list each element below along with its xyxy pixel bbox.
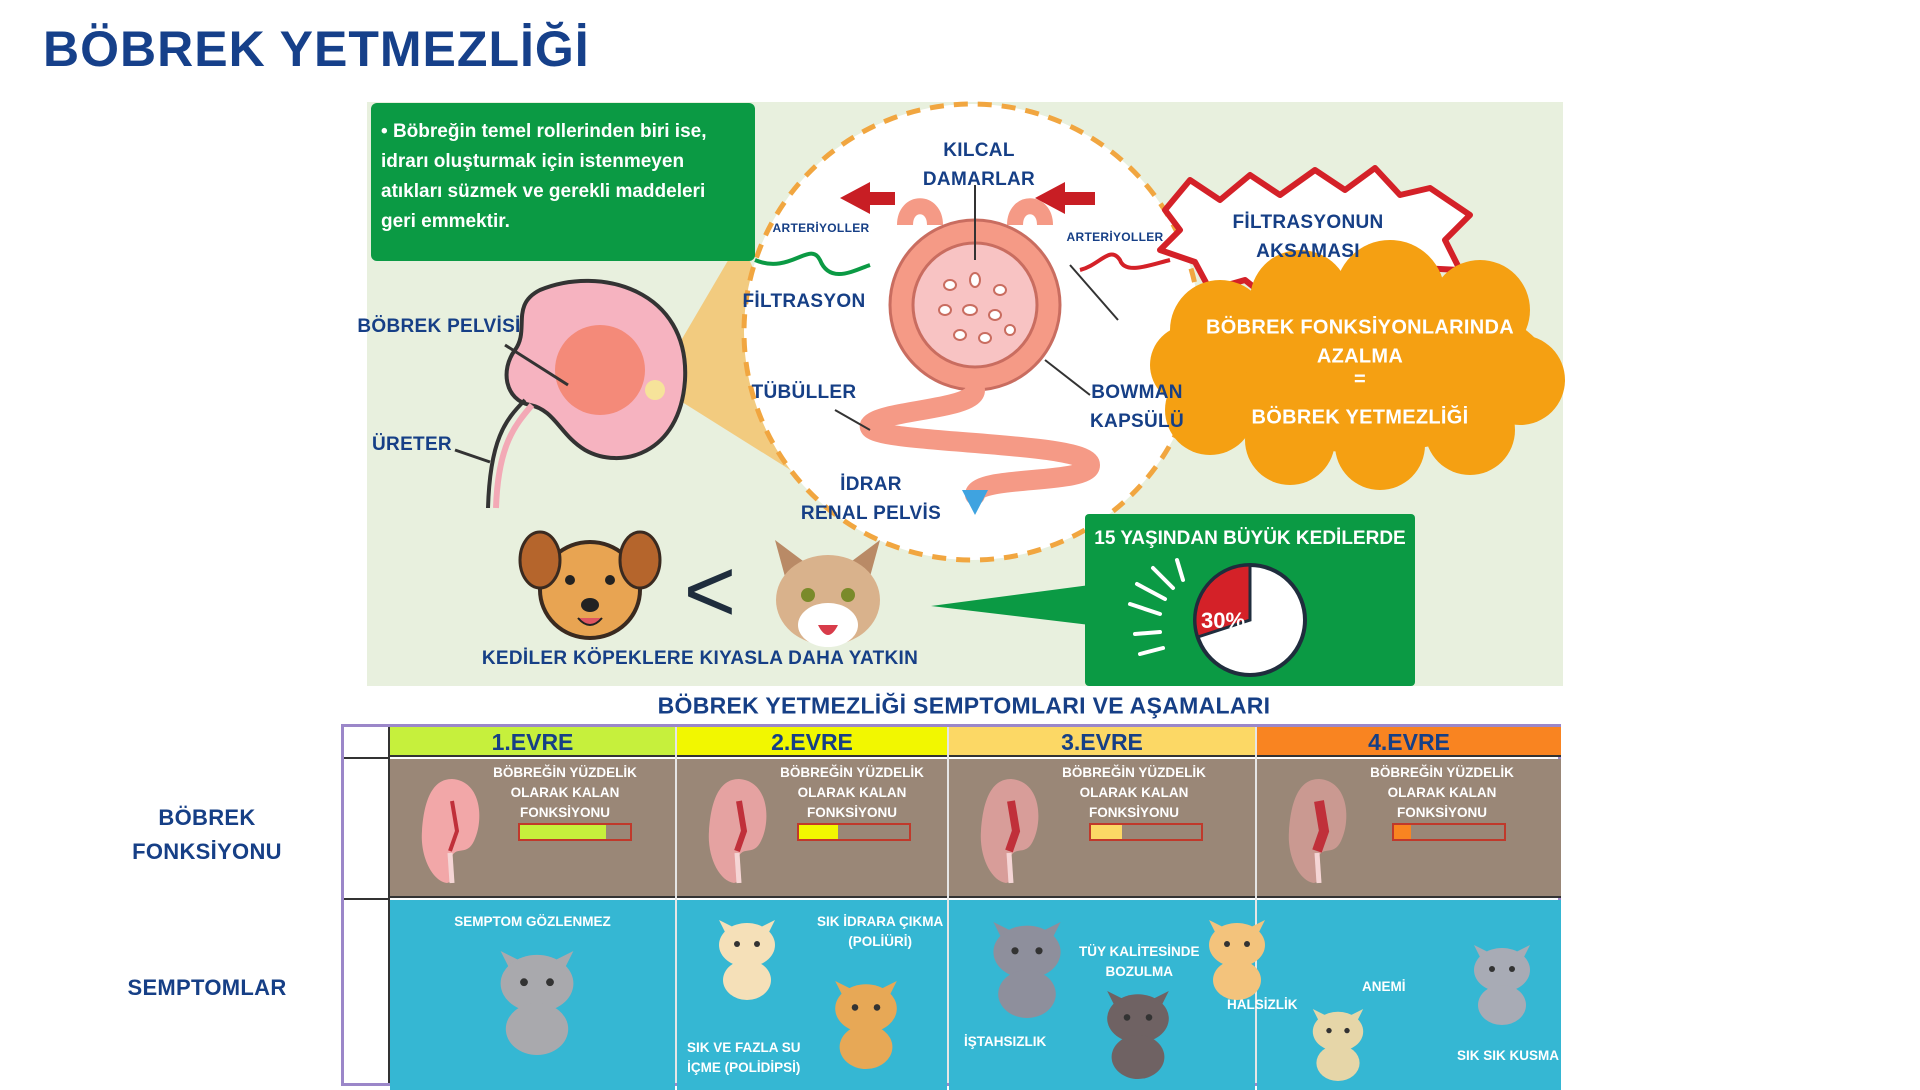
pie-label: 30% (1201, 608, 1245, 633)
label-bobrek-pelvisi: BÖBREK PELVİSİ (357, 316, 521, 337)
symptom-polyuria: SIK İDRARA ÇIKMA(POLİÜRİ) (817, 914, 944, 949)
symptoms-cell: SIK İDRARA ÇIKMA(POLİÜRİ) SIK VE FAZLA S… (677, 900, 947, 1090)
dog-face-icon (518, 530, 662, 640)
symptom-vomiting: SIK SIK KUSMA (1457, 1048, 1560, 1063)
pie-slice-30 (1193, 563, 1252, 639)
cat-face-icon (775, 540, 880, 647)
cat-icon (1312, 1009, 1364, 1081)
stage-header: 1.EVRE (390, 727, 675, 757)
cloud-line3: = (1354, 368, 1366, 391)
kidney-icon (454, 278, 688, 509)
arrow-left-icon (840, 182, 895, 214)
intro-callout: • Böbreğin temel rollerinden biri ise, i… (371, 103, 755, 261)
label-arteriyoller-left: ARTERİYOLLER (772, 221, 870, 235)
cloud-line1: BÖBREK FONKSİYONLARINDA (1205, 316, 1515, 339)
comparison-text: KEDİLER KÖPEKLERE KIYASLA DAHA YATKIN (481, 648, 919, 669)
symptom-fatigue: HALSİZLİK (1227, 997, 1298, 1012)
cat-icon (500, 951, 574, 1055)
burst-lines-icon (1128, 558, 1185, 656)
label-idrar: İDRAR (840, 474, 902, 495)
cat-icon (1209, 920, 1265, 1000)
cloud-line4: BÖBREK YETMEZLİĞİ (1251, 406, 1469, 429)
function-bar (1089, 823, 1203, 841)
stage-header: 3.EVRE (949, 727, 1255, 757)
label-bowman: BOWMAN (1091, 382, 1183, 403)
stat-box: 15 YAŞINDAN BÜYÜK KEDİLERDE 30% (1085, 514, 1415, 686)
kidney-stage-icon (980, 779, 1039, 884)
pie-chart: 30% (1128, 558, 1307, 677)
cat-icon (835, 981, 897, 1069)
stat-title: 15 YAŞINDAN BÜYÜK KEDİLERDE (1094, 528, 1406, 549)
stage-header: 2.EVRE (677, 727, 947, 757)
label-tubuller: TÜBÜLLER (751, 382, 857, 403)
function-bar (797, 823, 911, 841)
symptoms-cell: HALSİZLİK ANEMİ SIK SIK KUSMA (1209, 900, 1561, 1090)
filtration-problem-line1: FİLTRASYONUN (1232, 212, 1384, 233)
cat-icon (719, 920, 775, 1000)
symptom-anorexia: İŞTAHSIZLIK (964, 1034, 1047, 1049)
kidney-stage-icon (1288, 779, 1347, 884)
function-bar-fill (1091, 825, 1122, 839)
function-bar-fill (520, 825, 606, 839)
symptoms-cell: SEMPTOM GÖZLENMEZ (390, 900, 675, 1090)
glomerulus-icon (754, 185, 1171, 515)
label-damarlar: DAMARLAR (922, 169, 1036, 190)
row-label-symptoms: SEMPTOMLAR (127, 975, 287, 1000)
cat-icon (1107, 991, 1169, 1079)
less-than-symbol: < (683, 541, 737, 642)
cloud-line2: AZALMA (1316, 345, 1404, 368)
kidney-stage-icon (708, 779, 767, 884)
page-title: BÖBREK YETMEZLİĞİ (43, 21, 590, 77)
label-kapsulu: KAPSÜLÜ (1090, 411, 1184, 432)
speech-pointer (931, 585, 1090, 625)
intro-text: Böbreğin temel rollerinden biri ise, idr… (381, 121, 707, 232)
stage-header: 4.EVRE (1257, 727, 1561, 757)
function-bar (1392, 823, 1506, 841)
label-kilcal: KILCAL (943, 140, 1015, 161)
symptom-none: SEMPTOM GÖZLENMEZ (454, 914, 611, 929)
label-ureter: ÜRETER (372, 434, 452, 455)
row-label-function: BÖBREK FONKSİYONU (132, 805, 282, 864)
function-bar (518, 823, 632, 841)
cat-icon (1474, 945, 1530, 1025)
kidney-stage-icon (421, 779, 480, 884)
symptom-anemia: ANEMİ (1362, 979, 1406, 994)
function-bar-fill (1394, 825, 1411, 839)
function-bar-fill (799, 825, 838, 839)
filtration-problem-line2: AKSAMASI (1256, 241, 1360, 262)
cat-icon (993, 922, 1061, 1018)
table-left-column (344, 727, 390, 1083)
cloud-shape (1150, 240, 1565, 490)
label-arteriyoller-right: ARTERİYOLLER (1066, 230, 1164, 244)
label-filtrasyon: FİLTRASYON (742, 291, 866, 312)
label-renal-pelvis: RENAL PELVİS (800, 503, 942, 524)
arrow-left-icon (1035, 182, 1095, 214)
table-title: BÖBREK YETMEZLİĞİ SEMPTOMLARI VE AŞAMALA… (657, 692, 1271, 719)
